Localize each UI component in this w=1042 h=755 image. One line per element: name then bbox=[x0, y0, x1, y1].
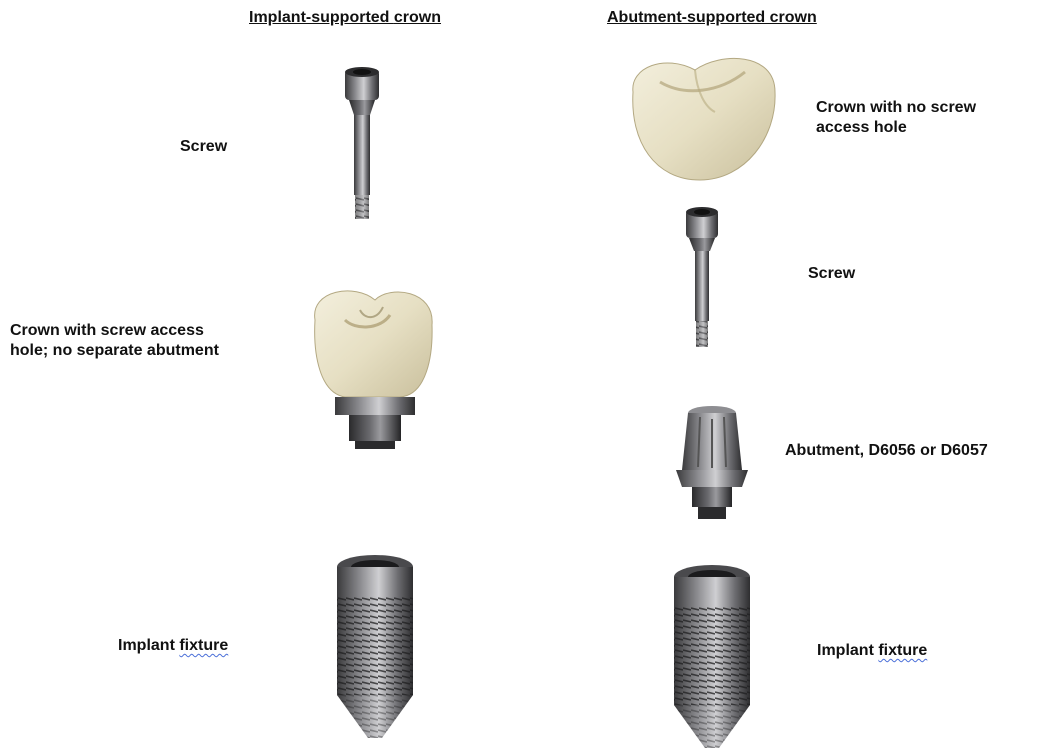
implant-screw-illustration bbox=[340, 65, 400, 225]
abutment-crown-label-line2: access hole bbox=[816, 118, 976, 138]
implant-crown-label-line1: Crown with screw access bbox=[10, 321, 219, 341]
implant-fixture-label: Implant fixture bbox=[118, 636, 228, 656]
implant-crown-illustration bbox=[305, 285, 445, 455]
implant-crown-label-line2: hole; no separate abutment bbox=[10, 341, 219, 361]
implant-title-crown-word: crown bbox=[394, 9, 441, 26]
implant-fixture-illustration bbox=[330, 555, 430, 745]
implant-column-title: Implant-supported crown bbox=[249, 9, 441, 27]
implant-title-text: Implant-supported bbox=[249, 9, 394, 26]
implant-crown-label: Crown with screw access hole; no separat… bbox=[10, 321, 219, 361]
abutment-screw-illustration bbox=[683, 205, 743, 355]
abutment-fixture-label: Implant fixture bbox=[817, 641, 927, 661]
abutment-illustration bbox=[670, 405, 760, 525]
implant-fixture-label-word1: Implant bbox=[118, 637, 179, 654]
abutment-crown-label: Crown with no screw access hole bbox=[816, 98, 976, 138]
implant-fixture-label-word2: fixture bbox=[179, 637, 228, 654]
abutment-label: Abutment, D6056 or D6057 bbox=[785, 441, 988, 461]
abutment-fixture-label-word1: Implant bbox=[817, 642, 878, 659]
implant-screw-label: Screw bbox=[180, 137, 227, 157]
abutment-fixture-illustration bbox=[667, 565, 767, 755]
abutment-crown-label-line1: Crown with no screw bbox=[816, 98, 976, 118]
abutment-crown-illustration bbox=[625, 52, 785, 192]
abutment-fixture-label-word2: fixture bbox=[878, 642, 927, 659]
abutment-screw-label: Screw bbox=[808, 264, 855, 284]
abutment-column-title: Abutment-supported crown bbox=[607, 9, 817, 27]
